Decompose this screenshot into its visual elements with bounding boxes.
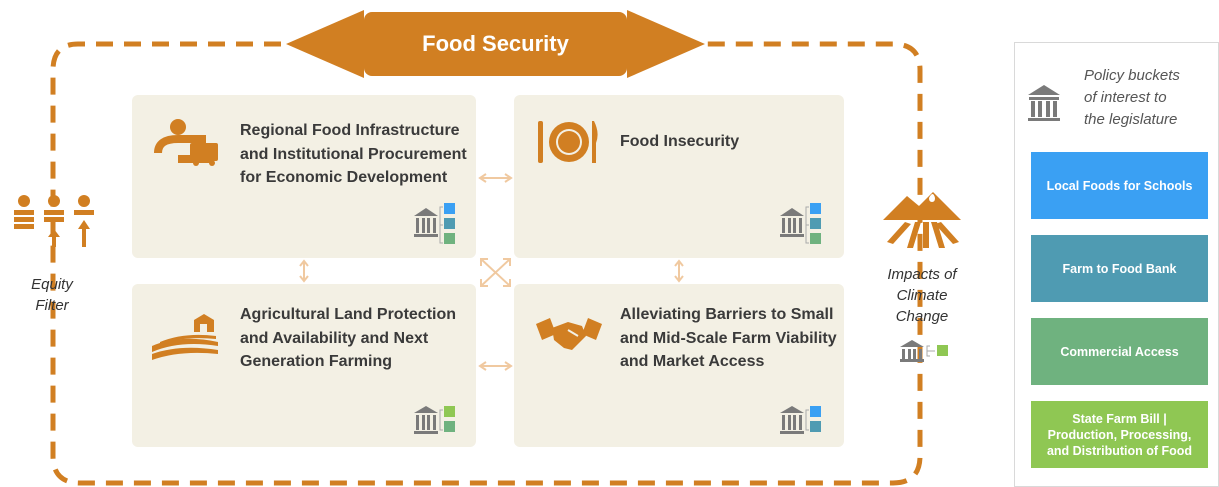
connector-left-vertical	[299, 259, 309, 283]
government-building-icon	[1028, 85, 1060, 121]
card-regional-food-infrastructure: Regional Food Infrastructure and Institu…	[132, 95, 476, 258]
legend-item-farm-to-food-bank: Farm to Food Bank	[1031, 235, 1208, 302]
legend-item-label: Farm to Food Bank	[1062, 261, 1177, 276]
legend-item-commercial-access: Commercial Access	[1031, 318, 1208, 385]
diagram-frame	[50, 10, 923, 486]
card-title: Food Insecurity	[620, 133, 740, 150]
government-building-icon	[780, 406, 821, 434]
government-building-icon	[414, 406, 455, 434]
connector-diagonal	[480, 258, 511, 287]
legend-item-state-farm-bill: State Farm Bill | Production, Processing…	[1031, 401, 1208, 468]
right-arrow	[627, 10, 705, 78]
card-alleviating-barriers: Alleviating Barriers to Small and Mid-Sc…	[514, 284, 844, 447]
connector-top	[478, 173, 513, 183]
government-building-icon	[414, 203, 455, 244]
equity-filter-line1: Equity	[31, 276, 73, 293]
card-agricultural-land: Agricultural Land Protection and Availab…	[132, 284, 476, 447]
legend-item-label-line2: Production, Processing,	[1047, 427, 1192, 442]
connector-bottom	[478, 361, 513, 371]
people-arrows-icon	[14, 195, 94, 247]
card-food-insecurity: Food Insecurity	[514, 95, 844, 258]
handshake-icon	[536, 318, 602, 350]
bucket-markers	[414, 406, 464, 441]
government-building-icon	[900, 340, 924, 362]
card-title: Regional Food Infrastructure and Institu…	[240, 122, 467, 186]
legend-item-local-foods-for-schools: Local Foods for Schools	[1031, 152, 1208, 219]
legend-heading-line1: Policy buckets	[1084, 67, 1180, 84]
legend-heading-line3: the legislature	[1084, 111, 1178, 128]
dashed-loop	[50, 41, 923, 486]
legend-heading: Policy buckets of interest to the legisl…	[1084, 65, 1214, 131]
bucket-markers	[780, 203, 830, 252]
climate-change-label: Impacts of Climate Change	[872, 264, 972, 327]
bucket-markers	[780, 406, 830, 441]
title-text: Food Security	[422, 31, 569, 56]
mountain-drought-icon	[883, 192, 961, 248]
bucket-markers	[414, 203, 464, 252]
farm-field-icon	[152, 314, 218, 360]
government-building-icon	[780, 203, 821, 244]
title-banner: Food Security	[364, 12, 627, 76]
legend-item-label-line1: State Farm Bill |	[1072, 411, 1167, 426]
legend-item-label: Commercial Access	[1060, 344, 1179, 359]
connector-right-vertical	[674, 259, 684, 283]
left-arrow	[286, 10, 364, 78]
equity-filter-line2: Filter	[35, 297, 69, 314]
equity-filter-label: Equity Filter	[16, 274, 88, 316]
climate-line2: Climate	[896, 287, 948, 304]
plate-fork-knife-icon	[538, 121, 598, 163]
climate-line1: Impacts of	[887, 266, 957, 283]
climate-bucket-markers	[900, 340, 948, 362]
legend-item-label-line3: and Distribution of Food	[1046, 443, 1193, 458]
climate-line3: Change	[895, 308, 949, 325]
truck-road-icon	[154, 119, 218, 166]
legend-heading-line2: of interest to	[1084, 89, 1167, 106]
card-title: Alleviating Barriers to Small and Mid-Sc…	[620, 306, 837, 370]
legend-item-label: Local Foods for Schools	[1046, 178, 1193, 193]
card-title: Agricultural Land Protection and Availab…	[240, 306, 457, 370]
